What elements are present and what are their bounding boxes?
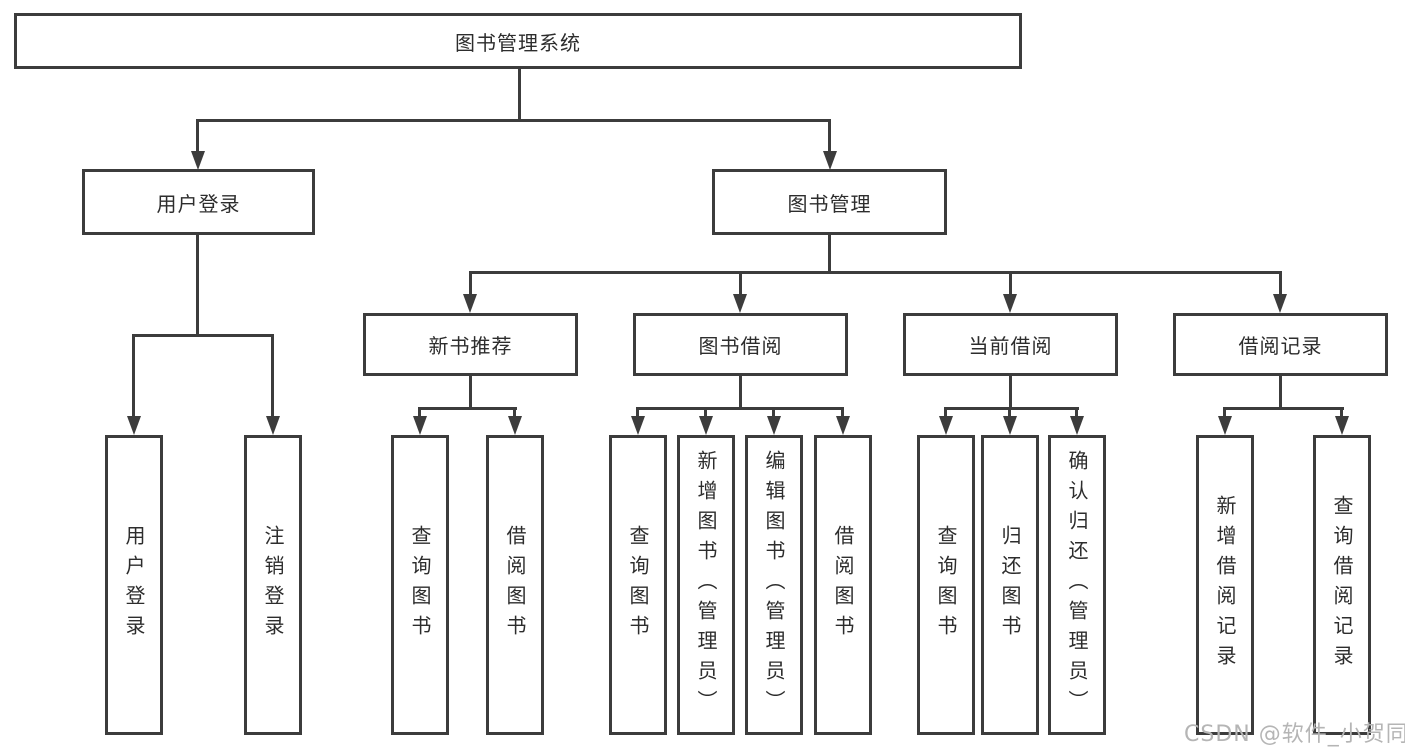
connector-line [1279, 271, 1282, 298]
connector-line [1223, 407, 1344, 410]
leaf-edit-book-admin: 编辑图书（管理员） [745, 435, 803, 735]
leaf-label: 查询借阅记录 [1330, 495, 1354, 675]
connector-line [1340, 407, 1343, 421]
leaf-search-books-recommend: 查询图书 [391, 435, 449, 735]
connector-line [828, 234, 831, 273]
leaf-user-login: 用户登录 [105, 435, 163, 735]
connector-line [196, 119, 831, 122]
connector-line [1075, 407, 1078, 421]
leaf-label: 归还图书 [998, 525, 1022, 645]
arrow-down-icon [508, 416, 522, 435]
leaf-borrow-books-recommend: 借阅图书 [486, 435, 544, 735]
arrow-down-icon [191, 151, 205, 170]
arrow-down-icon [127, 416, 141, 435]
node-label: 借阅记录 [1238, 334, 1323, 358]
leaf-return-book: 归还图书 [981, 435, 1039, 735]
connector-line [1009, 375, 1012, 408]
connector-line [196, 119, 199, 155]
leaf-label: 查询图书 [408, 525, 432, 645]
node-current-borrow: 当前借阅 [903, 313, 1118, 376]
csdn-watermark: CSDN @软件_小贺同学 [1184, 722, 1405, 747]
arrow-down-icon [836, 416, 850, 435]
leaf-label: 借阅图书 [503, 525, 527, 645]
connector-line [772, 407, 775, 421]
connector-line [418, 407, 421, 421]
leaf-label: 确认归还（管理员） [1065, 450, 1089, 720]
connector-line [132, 334, 273, 337]
leaf-search-books-current: 查询图书 [917, 435, 975, 735]
connector-line [469, 271, 472, 298]
arrow-down-icon [939, 416, 953, 435]
leaf-label: 注销登录 [261, 525, 285, 645]
connector-line [636, 407, 639, 421]
arrow-down-icon [463, 294, 477, 313]
leaf-label: 借阅图书 [831, 525, 855, 645]
node-new-book-recommend: 新书推荐 [363, 313, 578, 376]
leaf-logout-login: 注销登录 [244, 435, 302, 735]
arrow-down-icon [699, 416, 713, 435]
arrow-down-icon [1273, 294, 1287, 313]
connector-line [739, 271, 742, 298]
connector-line [518, 68, 521, 121]
leaf-add-borrow-record: 新增借阅记录 [1196, 435, 1254, 735]
leaf-label: 查询图书 [934, 525, 958, 645]
node-root-library-system: 图书管理系统 [14, 13, 1022, 69]
connector-line [841, 407, 844, 421]
leaf-label: 新增图书（管理员） [694, 450, 718, 720]
arrow-down-icon [1070, 416, 1084, 435]
leaf-label: 编辑图书（管理员） [762, 450, 786, 720]
connector-line [196, 234, 199, 335]
leaf-search-books-borrow: 查询图书 [609, 435, 667, 735]
node-label: 用户登录 [156, 191, 241, 216]
arrow-down-icon [413, 416, 427, 435]
node-label: 图书管理系统 [455, 30, 581, 55]
leaf-label: 用户登录 [122, 525, 146, 645]
node-label: 新书推荐 [428, 334, 513, 358]
connector-line [944, 407, 947, 421]
leaf-add-book-admin: 新增图书（管理员） [677, 435, 735, 735]
node-label: 图书管理 [787, 191, 872, 216]
connector-line [513, 407, 516, 421]
connector-line [1008, 407, 1011, 421]
node-borrow-record: 借阅记录 [1173, 313, 1388, 376]
connector-line [132, 334, 135, 418]
arrow-down-icon [1335, 416, 1349, 435]
connector-line [704, 407, 707, 421]
arrow-down-icon [823, 151, 837, 170]
leaf-label: 新增借阅记录 [1213, 495, 1237, 675]
leaf-borrow-books-borrow: 借阅图书 [814, 435, 872, 735]
connector-line [944, 407, 1079, 410]
connector-line [418, 407, 517, 410]
node-user-login: 用户登录 [82, 169, 315, 235]
connector-line [469, 375, 472, 408]
arrow-down-icon [767, 416, 781, 435]
arrow-down-icon [1003, 416, 1017, 435]
connector-line [469, 271, 1281, 274]
connector-line [1279, 375, 1282, 408]
connector-line [739, 375, 742, 408]
node-label: 图书借阅 [698, 334, 783, 358]
node-book-borrow: 图书借阅 [633, 313, 848, 376]
leaf-search-borrow-record: 查询借阅记录 [1313, 435, 1371, 735]
arrow-down-icon [1003, 294, 1017, 313]
node-book-management: 图书管理 [712, 169, 947, 235]
connector-line [1009, 271, 1012, 298]
arrow-down-icon [1218, 416, 1232, 435]
connector-line [1223, 407, 1226, 421]
leaf-confirm-return-admin: 确认归还（管理员） [1048, 435, 1106, 735]
node-label: 当前借阅 [968, 334, 1053, 358]
arrow-down-icon [266, 416, 280, 435]
connector-line [828, 119, 831, 155]
arrow-down-icon [733, 294, 747, 313]
connector-line [637, 407, 844, 410]
leaf-label: 查询图书 [626, 525, 650, 645]
connector-line [271, 334, 274, 418]
arrow-down-icon [631, 416, 645, 435]
